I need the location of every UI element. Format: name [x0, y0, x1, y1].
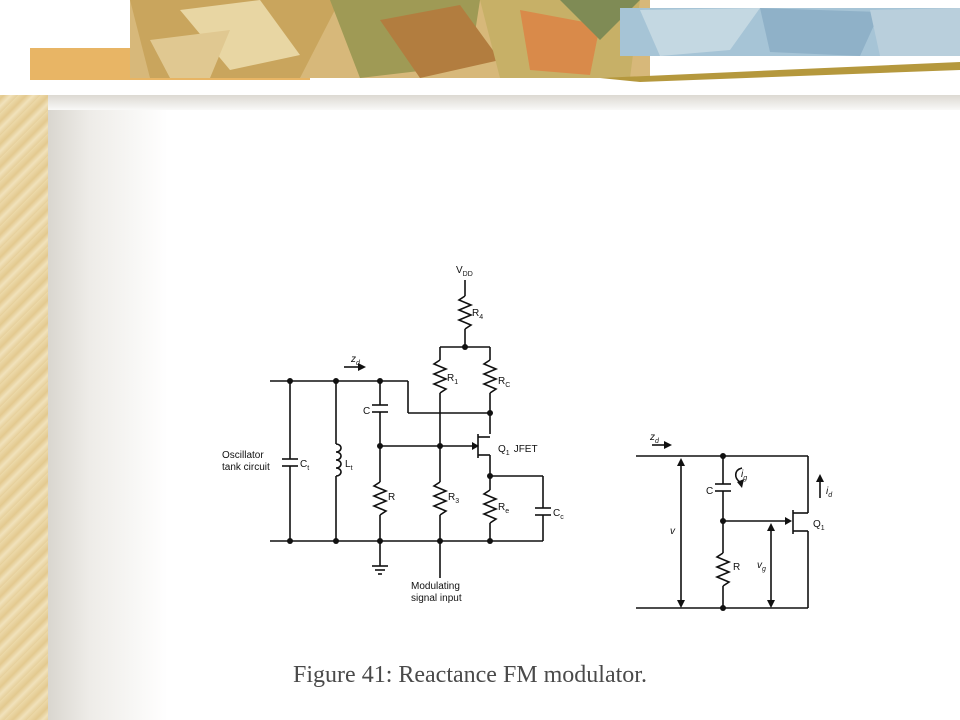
- r1-label: R1: [447, 373, 458, 386]
- re-label: Re: [498, 502, 509, 515]
- left-shadow: [48, 0, 168, 720]
- vg-label: vg: [757, 560, 766, 573]
- equiv-r-label: R: [733, 562, 740, 573]
- modulating-label-line2: signal input: [411, 593, 462, 604]
- oscillator-label-line1: Oscillator: [222, 450, 264, 461]
- oscillator-label-line2: tank circuit: [222, 462, 270, 473]
- zd-label: zd: [350, 354, 361, 367]
- figure-caption: Figure 41: Reactance FM modulator.: [293, 662, 647, 688]
- lt-label: Lt: [345, 459, 353, 472]
- equiv-zd-label: zd: [649, 432, 660, 445]
- modulating-label-line1: Modulating: [411, 581, 460, 592]
- ig-label: ig: [741, 469, 747, 482]
- main-circuit-schematic: [270, 280, 551, 578]
- cc-label: Cc: [553, 508, 564, 521]
- equiv-q1-label: Q1: [813, 519, 825, 532]
- r4-label: R4: [472, 308, 483, 321]
- equiv-c-label: C: [706, 486, 713, 497]
- r3-label: R3: [448, 492, 459, 505]
- top-decorative-banner: [0, 0, 960, 110]
- r-label: R: [388, 492, 395, 503]
- id-label: id: [826, 486, 833, 499]
- c-label: C: [363, 406, 370, 417]
- main-circuit-nodes: [287, 344, 493, 544]
- equivalent-circuit-schematic: [636, 444, 821, 609]
- rc-label: RC: [498, 376, 510, 389]
- equivalent-circuit-labels: zd ig id C Q1 v R vg: [649, 432, 833, 573]
- ct-label: Ct: [300, 459, 309, 472]
- equivalent-circuit-nodes: [664, 441, 824, 611]
- left-decorative-strip: [0, 0, 48, 720]
- v-label: v: [670, 526, 676, 537]
- vdd-label: VDD: [456, 265, 473, 278]
